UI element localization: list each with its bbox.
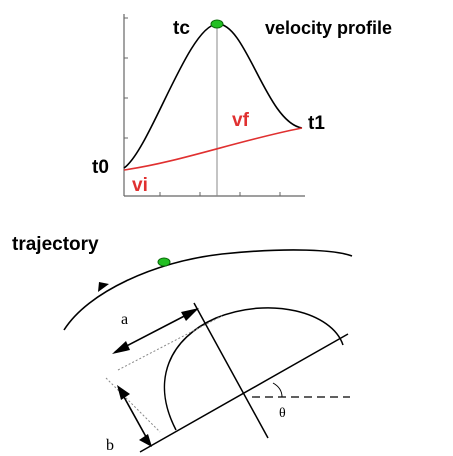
label-vf: vf <box>232 110 250 131</box>
velocity-profile-plot: tc velocity profile t0 t1 vf vi <box>92 14 392 197</box>
velocity-profile-title: velocity profile <box>265 18 392 38</box>
dimension-a-arrowhead-right <box>181 308 199 321</box>
trajectory-diagram: trajectory a b θ <box>12 234 353 454</box>
velocity-ellipse-arc <box>163 307 344 431</box>
label-a: a <box>121 311 128 328</box>
dimension-a-line <box>114 309 197 353</box>
guide-line-left <box>105 377 161 433</box>
theta-angle-arc <box>272 382 283 398</box>
x-axis-ticks <box>159 192 281 196</box>
peak-marker <box>210 19 224 29</box>
trajectory-title: trajectory <box>12 234 99 255</box>
label-b: b <box>106 437 114 454</box>
label-t0: t0 <box>92 157 109 178</box>
trajectory-marker <box>157 257 171 267</box>
label-vi: vi <box>132 175 148 196</box>
dimension-b-arrowhead-bottom <box>139 434 152 447</box>
y-axis-ticks <box>124 17 128 139</box>
dimension-a-arrowhead-left <box>112 341 130 354</box>
guide-line-top <box>117 315 223 371</box>
label-tc: tc <box>173 18 190 39</box>
label-theta: θ <box>279 406 286 421</box>
label-t1: t1 <box>308 113 325 134</box>
velocity-linear-curve <box>123 127 303 171</box>
trajectory-direction-arrow <box>98 282 109 292</box>
dimension-b-arrowhead-top <box>117 385 130 400</box>
trajectory-path <box>63 249 353 331</box>
velocity-bell-curve <box>123 23 303 169</box>
rotated-axis-minor <box>193 302 269 439</box>
